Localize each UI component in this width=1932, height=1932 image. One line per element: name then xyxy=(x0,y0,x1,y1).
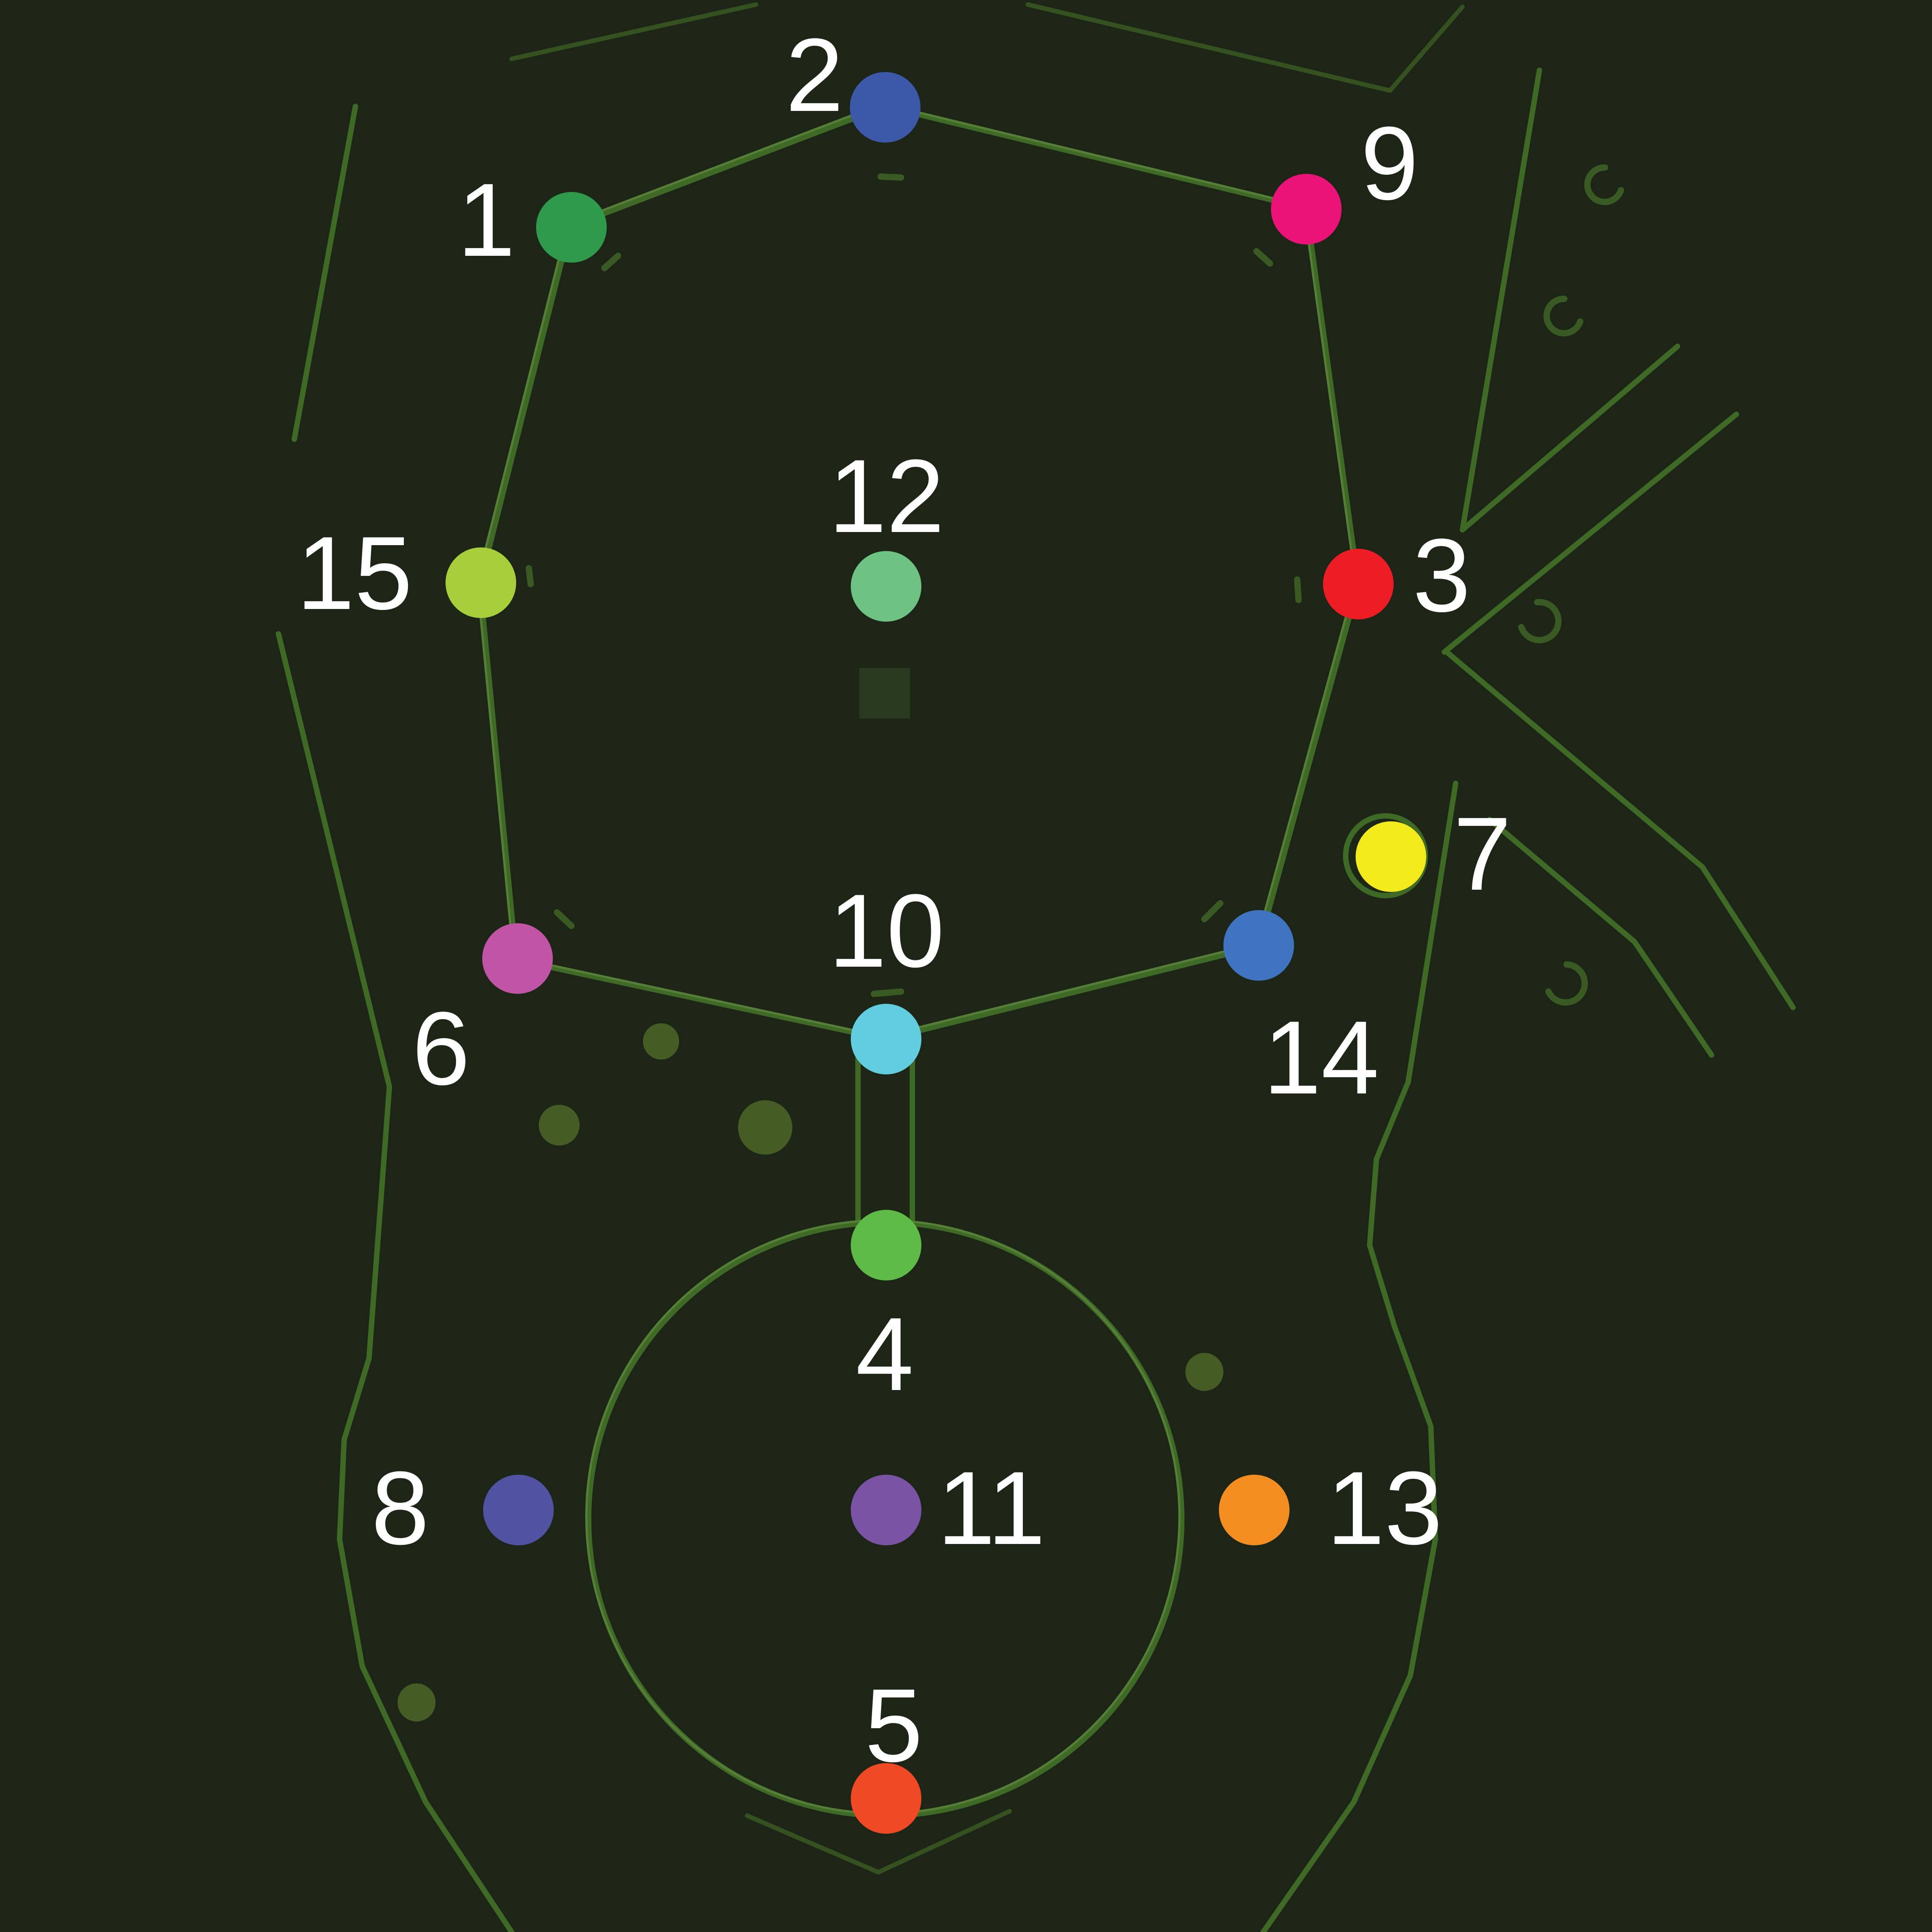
label-2: 2 xyxy=(786,17,844,133)
point-13[interactable] xyxy=(1219,1475,1290,1545)
point-4[interactable] xyxy=(851,1210,921,1280)
point-8[interactable] xyxy=(483,1475,554,1545)
label-10: 10 xyxy=(829,873,944,989)
label-1: 1 xyxy=(457,162,515,278)
label-7: 7 xyxy=(1453,796,1511,912)
label-12: 12 xyxy=(829,438,944,554)
point-3[interactable] xyxy=(1323,549,1394,619)
point-2[interactable] xyxy=(850,72,920,143)
point-10[interactable] xyxy=(851,1004,921,1074)
specks xyxy=(398,1023,1223,1721)
point-12[interactable] xyxy=(851,551,921,622)
point-11[interactable] xyxy=(851,1475,921,1545)
body-outline xyxy=(276,2,1796,1932)
label-9: 9 xyxy=(1361,105,1419,221)
label-15: 15 xyxy=(297,515,412,631)
point-7[interactable] xyxy=(1356,821,1426,892)
point-14[interactable] xyxy=(1223,910,1294,981)
label-3: 3 xyxy=(1413,517,1471,633)
point-6[interactable] xyxy=(482,923,553,994)
center-square xyxy=(859,668,910,719)
label-13: 13 xyxy=(1327,1450,1443,1566)
point-9[interactable] xyxy=(1271,174,1342,244)
landmark-markers: 1 2 3 4 5 6 7 8 9 10 11 12 13 14 15 xyxy=(297,17,1511,1834)
label-4: 4 xyxy=(856,1296,914,1412)
point-15[interactable] xyxy=(446,547,516,618)
label-6: 6 xyxy=(412,990,470,1107)
point-5[interactable] xyxy=(851,1763,921,1834)
label-14: 14 xyxy=(1263,999,1379,1116)
marker-dashes xyxy=(526,173,1302,997)
label-8: 8 xyxy=(371,1450,429,1566)
point-1[interactable] xyxy=(536,192,607,263)
label-11: 11 xyxy=(937,1450,1045,1566)
label-5: 5 xyxy=(865,1667,923,1783)
